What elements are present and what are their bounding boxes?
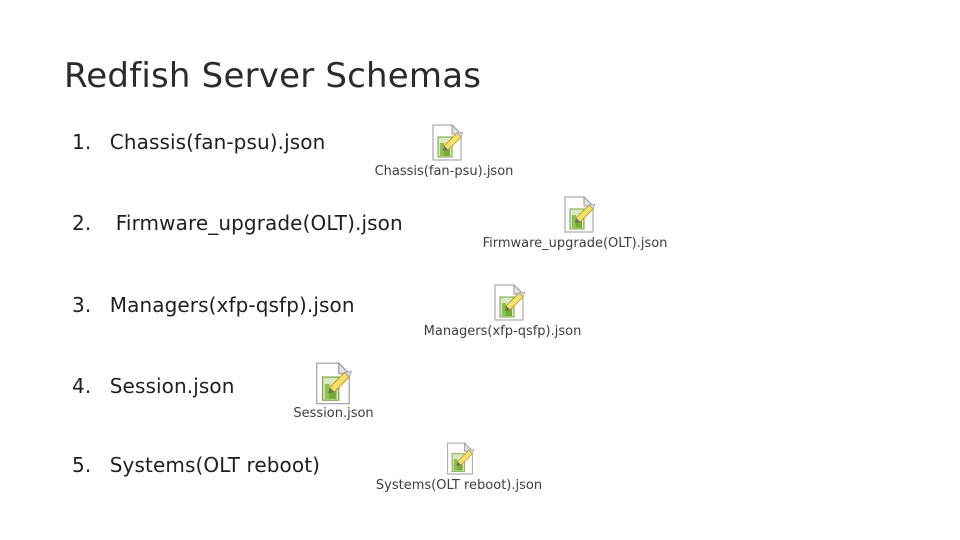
list-item: 3. Managers(xfp-qsfp).json (72, 293, 355, 317)
list-item-label: Firmware_upgrade(OLT).json (115, 211, 403, 235)
file-caption: Managers(xfp-qsfp).json (423, 324, 582, 339)
json-file-icon[interactable] (492, 284, 526, 322)
list-item-number: 1. (72, 130, 92, 154)
list-item-label: Managers(xfp-qsfp).json (109, 293, 355, 317)
list-item: 4. Session.json (72, 374, 235, 398)
list-item: 5. Systems(OLT reboot) (72, 453, 320, 477)
file-caption: Systems(OLT reboot).json (375, 478, 543, 493)
list-item: 1. Chassis(fan-psu).json (72, 130, 325, 154)
list-item-number: 3. (72, 293, 92, 317)
list-item: 2. Firmware_upgrade(OLT).json (72, 211, 403, 235)
list-item-label: Session.json (109, 374, 235, 398)
list-item-number: 2. (72, 211, 92, 235)
page-title: Redfish Server Schemas (64, 56, 482, 96)
file-caption: Session.json (293, 406, 374, 421)
list-item-number: 5. (72, 453, 92, 477)
json-file-icon[interactable] (313, 362, 353, 406)
list-item-label: Systems(OLT reboot) (109, 453, 321, 477)
file-caption: Chassis(fan-psu).json (374, 164, 514, 179)
json-file-icon[interactable] (445, 442, 475, 476)
list-item-label: Chassis(fan-psu).json (109, 130, 326, 154)
json-file-icon[interactable] (430, 124, 464, 162)
file-caption: Firmware_upgrade(OLT).json (482, 236, 668, 251)
list-item-number: 4. (72, 374, 92, 398)
json-file-icon[interactable] (562, 196, 596, 234)
